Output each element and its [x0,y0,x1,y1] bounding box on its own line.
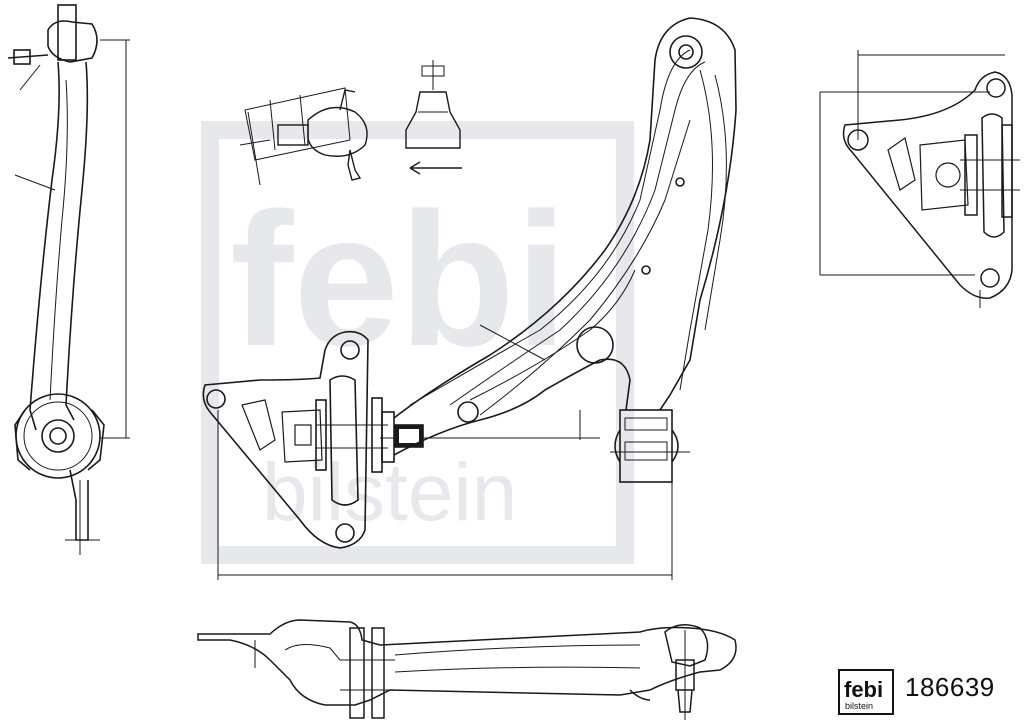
bottom-side-view [197,619,737,720]
side-view-left [7,4,130,555]
detail-bracket-end [819,50,1020,308]
part-number: 186639 [905,672,995,702]
logo-brand-top: febi [844,677,883,702]
watermark-brand-top: febi [230,174,568,386]
brand-logo: febi bilstein [838,669,894,715]
watermark: febi bilstein [201,121,634,564]
logo-brand-bottom: bilstein [845,701,873,711]
detail-ball-joint [239,87,368,186]
main-view-control-arm [202,17,737,580]
watermark-frame [201,121,634,564]
detail-press-tool [405,60,462,175]
